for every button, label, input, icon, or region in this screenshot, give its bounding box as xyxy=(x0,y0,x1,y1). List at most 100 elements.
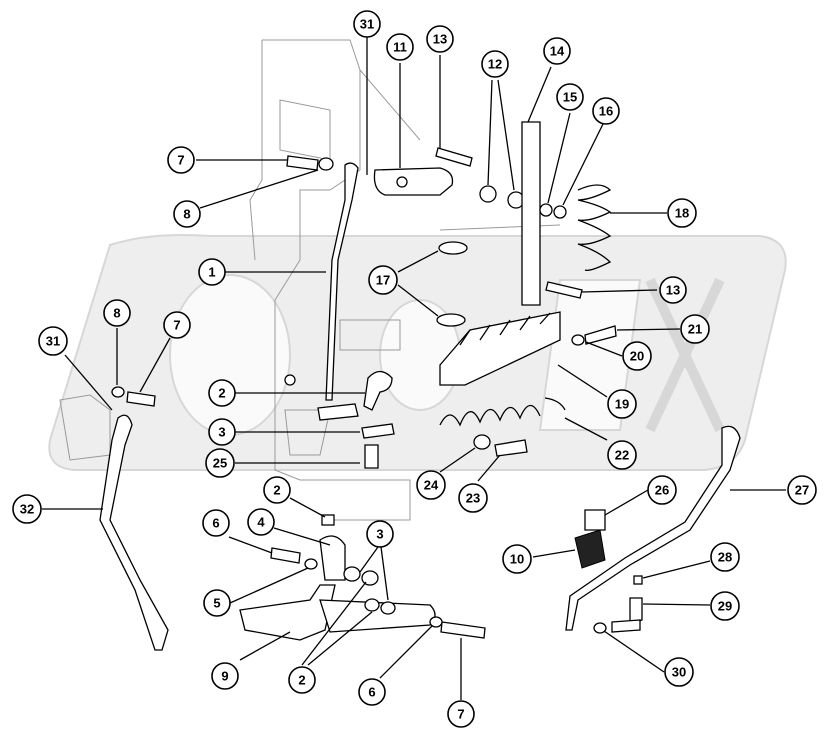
nut-15 xyxy=(539,203,553,217)
svg-text:2: 2 xyxy=(218,386,225,401)
svg-text:15: 15 xyxy=(563,90,577,105)
pin-13-top xyxy=(435,147,473,167)
callout-17: 17 xyxy=(368,265,398,295)
svg-text:26: 26 xyxy=(655,483,669,498)
callout-4: 4 xyxy=(247,508,275,536)
callout-20: 20 xyxy=(622,341,652,371)
callout-2: 2 xyxy=(208,379,236,407)
svg-text:31: 31 xyxy=(360,17,374,32)
svg-text:6: 6 xyxy=(212,516,219,531)
bolt-7-top xyxy=(286,155,319,171)
svg-text:7: 7 xyxy=(177,153,184,168)
callout-30: 30 xyxy=(664,657,694,687)
svg-text:32: 32 xyxy=(20,502,34,517)
washer-17a xyxy=(438,241,468,255)
callout-1: 1 xyxy=(198,258,226,286)
callout-14: 14 xyxy=(543,37,571,65)
spring-18 xyxy=(577,184,612,271)
svg-text:4: 4 xyxy=(257,515,265,530)
ball-joint-29 xyxy=(629,597,643,626)
bracket-plate xyxy=(317,403,359,421)
svg-text:18: 18 xyxy=(675,206,689,221)
connector-10 xyxy=(574,529,606,569)
svg-text:3: 3 xyxy=(218,425,225,440)
svg-text:5: 5 xyxy=(213,596,220,611)
callout-8: 8 xyxy=(103,299,131,327)
svg-text:20: 20 xyxy=(630,349,644,364)
svg-text:28: 28 xyxy=(718,550,732,565)
svg-text:3: 3 xyxy=(376,527,383,542)
bolt-7-left xyxy=(126,391,156,407)
clevis-11 xyxy=(373,167,454,196)
svg-text:17: 17 xyxy=(376,273,390,288)
svg-text:31: 31 xyxy=(46,334,60,349)
svg-text:14: 14 xyxy=(550,44,565,59)
cap-28 xyxy=(633,575,643,585)
svg-text:24: 24 xyxy=(424,478,439,493)
nut-16 xyxy=(553,205,567,219)
callout-7: 7 xyxy=(447,700,475,728)
svg-text:9: 9 xyxy=(221,669,228,684)
nut-24 xyxy=(473,434,491,450)
callout-12: 12 xyxy=(481,50,509,78)
rod-1 xyxy=(325,162,359,401)
callout-11: 11 xyxy=(386,33,414,61)
bolt-21 xyxy=(584,325,617,345)
callout-8: 8 xyxy=(173,200,201,228)
lever-27 xyxy=(565,425,741,631)
leader-lines xyxy=(42,37,786,700)
svg-text:22: 22 xyxy=(615,448,629,463)
parts xyxy=(99,121,741,651)
washer-17b xyxy=(436,313,466,327)
shaft-14 xyxy=(521,121,541,306)
nipple-26 xyxy=(584,509,606,531)
svg-text:23: 23 xyxy=(466,491,480,506)
callout-31: 31 xyxy=(38,326,68,356)
callout-6: 6 xyxy=(358,678,386,706)
callout-15: 15 xyxy=(556,83,584,111)
svg-text:2: 2 xyxy=(298,673,305,688)
nut-30 xyxy=(593,622,607,634)
callout-29: 29 xyxy=(710,591,740,621)
bushing-12a xyxy=(479,185,497,203)
callout-2: 2 xyxy=(263,476,291,504)
callout-3: 3 xyxy=(208,418,236,446)
callout-23: 23 xyxy=(458,483,488,513)
callout-22: 22 xyxy=(607,440,637,470)
nut-3-lower xyxy=(361,570,379,586)
callout-21: 21 xyxy=(680,314,710,344)
svg-text:19: 19 xyxy=(615,397,629,412)
svg-text:16: 16 xyxy=(599,104,613,119)
callout-32: 32 xyxy=(12,494,42,524)
callout-5: 5 xyxy=(203,589,231,617)
svg-text:25: 25 xyxy=(213,456,227,471)
arm-lower xyxy=(319,599,436,633)
callout-6: 6 xyxy=(202,509,230,537)
svg-text:7: 7 xyxy=(457,707,464,722)
callout-18: 18 xyxy=(667,198,697,228)
svg-text:6: 6 xyxy=(368,685,375,700)
cap-2-lower xyxy=(321,514,335,526)
callout-10: 10 xyxy=(502,544,532,574)
callout-9: 9 xyxy=(211,662,239,690)
svg-text:11: 11 xyxy=(393,40,407,55)
ball-joint-2-upper xyxy=(363,370,393,411)
callout-24: 24 xyxy=(416,470,446,500)
bolt-23 xyxy=(494,439,528,457)
bracket-9 xyxy=(239,584,336,641)
callout-13: 13 xyxy=(426,25,454,53)
svg-text:2: 2 xyxy=(273,483,280,498)
svg-text:13: 13 xyxy=(433,32,447,47)
callout-31: 31 xyxy=(353,10,381,38)
svg-text:30: 30 xyxy=(672,665,686,680)
svg-text:8: 8 xyxy=(113,306,120,321)
svg-text:12: 12 xyxy=(488,57,502,72)
callout-26: 26 xyxy=(647,475,677,505)
svg-text:10: 10 xyxy=(510,552,524,567)
plate-3-upper xyxy=(361,423,395,439)
callout-27: 27 xyxy=(787,475,817,505)
svg-text:8: 8 xyxy=(183,207,190,222)
spring-22 xyxy=(439,404,541,427)
callout-3: 3 xyxy=(366,520,394,548)
